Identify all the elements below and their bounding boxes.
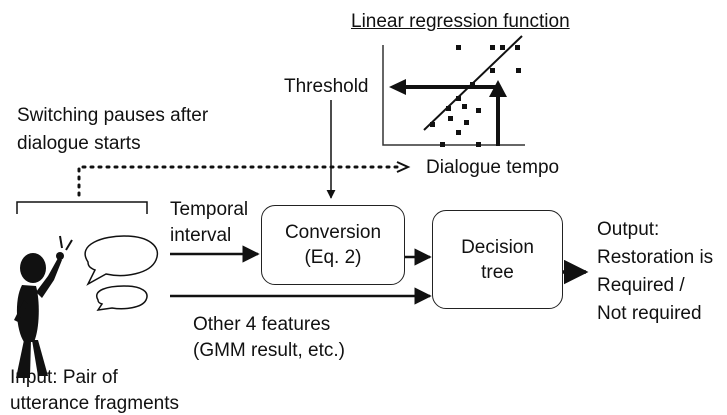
scatter-point: [440, 142, 445, 147]
speech-bubble-icon: [96, 285, 148, 311]
output-label-line4: Not required: [597, 303, 702, 324]
decision-tree-title: Decision: [461, 236, 534, 258]
scatter-point: [462, 104, 467, 109]
scatter-point: [476, 108, 481, 113]
scatter-point: [516, 68, 521, 73]
other-features-line2: (GMM result, etc.): [193, 340, 346, 361]
output-label-line1: Output:: [597, 219, 660, 240]
conversion-box-subtitle: (Eq. 2): [304, 247, 362, 268]
input-label-line1: Input: Pair of: [10, 367, 118, 388]
scatter-point: [490, 45, 495, 50]
output-label-line3: Required /: [597, 275, 685, 296]
dotted-connector: [77, 165, 400, 197]
speech-bubble-icon: [84, 235, 159, 286]
plot-title: Linear regression function: [351, 11, 570, 32]
decision-tree-box: Decision tree: [432, 210, 563, 309]
conversion-box-title: Conversion: [284, 222, 382, 243]
scatter-point: [456, 130, 461, 135]
scatter-point: [470, 82, 475, 87]
switching-label-line2: dialogue starts: [17, 133, 141, 154]
threshold-label: Threshold: [284, 76, 369, 97]
conversion-box: Conversion (Eq. 2): [261, 205, 405, 285]
decision-tree-subtitle: tree: [481, 261, 514, 283]
dotted-arrowhead: [396, 161, 411, 173]
scatter-point: [515, 45, 520, 50]
temporal-label-line2: interval: [170, 225, 232, 246]
dialogue-tempo-label: Dialogue tempo: [426, 157, 560, 178]
scatter-points: [430, 45, 521, 147]
scatter-point: [490, 68, 495, 73]
other-features-line1: Other 4 features: [193, 314, 331, 335]
scatter-point: [456, 96, 461, 101]
scatter-point: [446, 106, 451, 111]
scatter-point: [476, 142, 481, 147]
scatter-point: [500, 45, 505, 50]
temporal-label-line1: Temporal: [170, 199, 249, 220]
input-label-line2: utterance fragments: [10, 393, 179, 414]
scatter-point: [430, 122, 435, 127]
switching-label-line1: Switching pauses after: [17, 105, 209, 126]
bracket: [16, 201, 148, 214]
scatter-point: [464, 120, 469, 125]
person-thinking-icon: [14, 235, 73, 378]
regression-plot: [382, 35, 525, 147]
scatter-point: [456, 45, 461, 50]
scatter-point: [448, 116, 453, 121]
output-label-line2: Restoration is: [597, 247, 714, 268]
